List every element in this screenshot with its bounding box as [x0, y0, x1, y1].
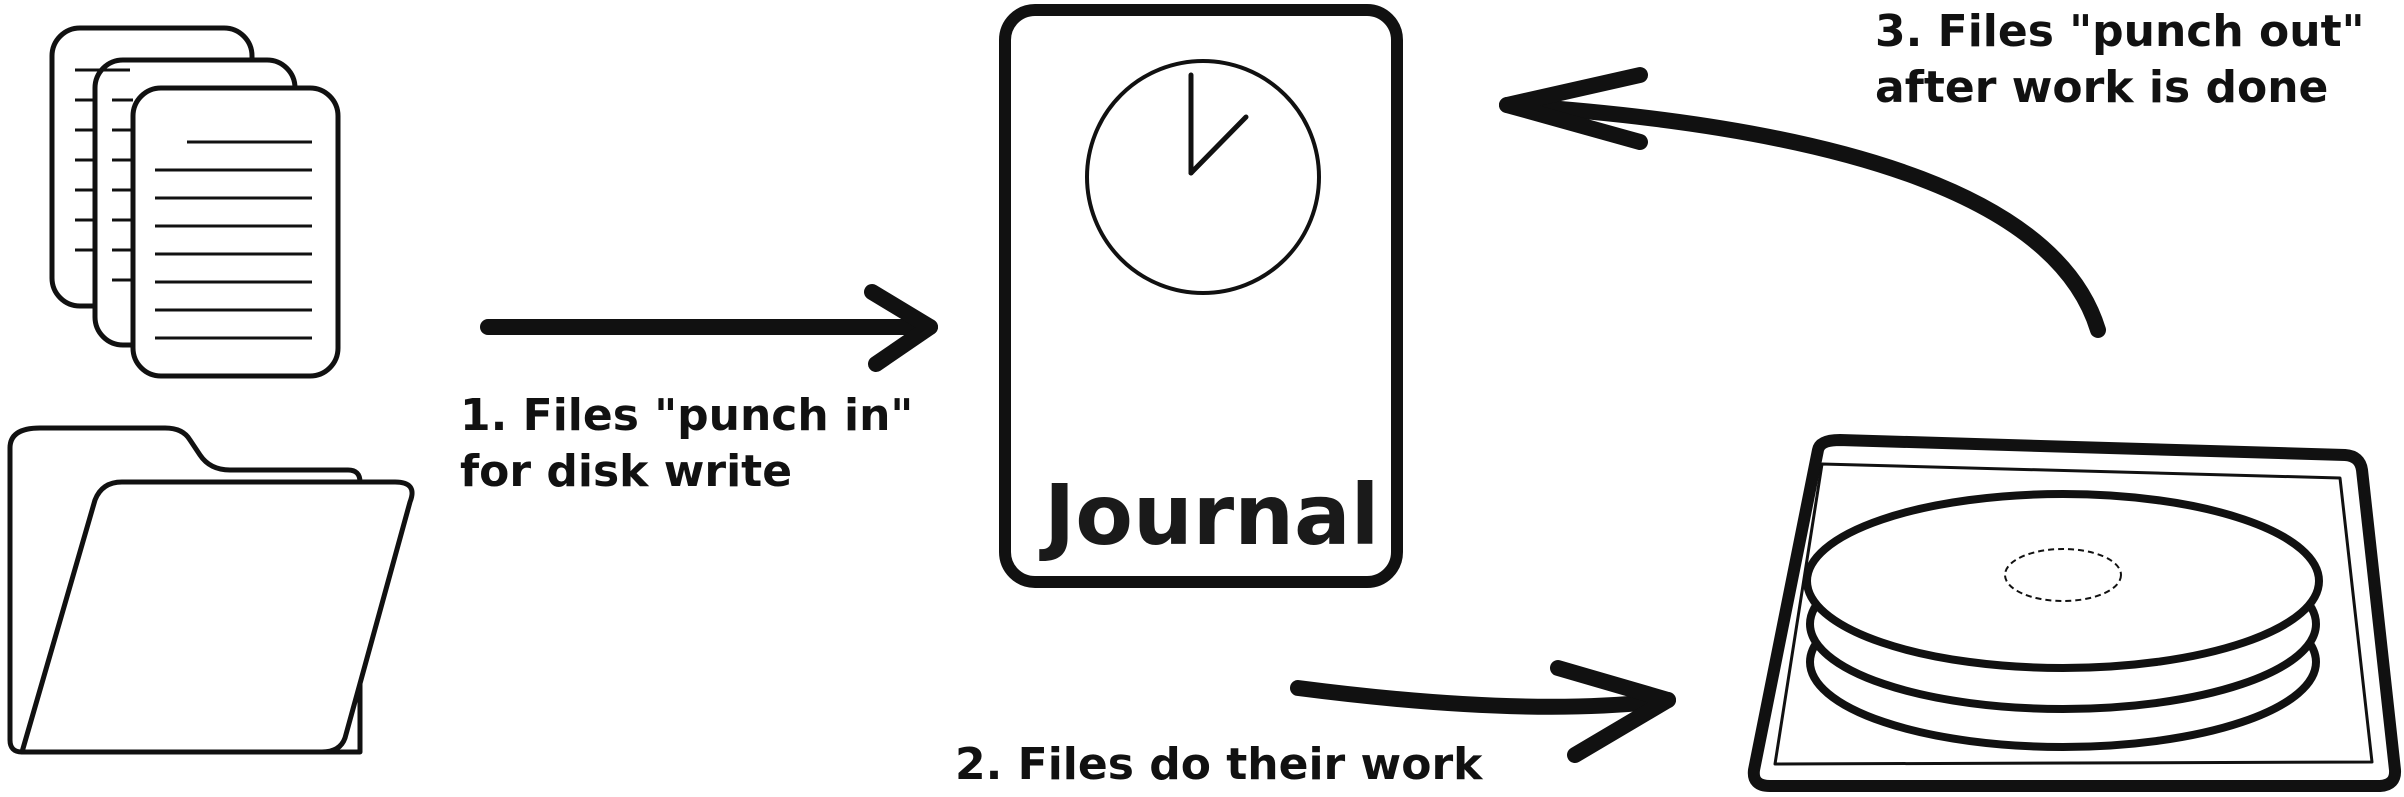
documents-icon [49, 25, 341, 379]
journal-title: Journal [1044, 466, 1380, 564]
step3-label-line: 3. Files "punch out" [1875, 6, 2365, 57]
step1-label: 1. Files "punch in" for disk write [460, 388, 913, 500]
step3-label: 3. Files "punch out" after work is done [1875, 4, 2365, 116]
disk-platter-icon [1747, 434, 2402, 792]
step2-label: 2. Files do their work [955, 737, 1482, 793]
journal-clock-icon [999, 4, 1403, 588]
step2-label-line: 2. Files do their work [955, 739, 1483, 790]
step1-arrow [480, 284, 938, 372]
step1-label-line: 1. Files "punch in" [460, 390, 914, 441]
folder-icon [7, 425, 415, 755]
step1-label-line: for disk write [460, 446, 793, 497]
step2-arrow [1290, 660, 1676, 763]
step3-arrow [1499, 67, 2106, 338]
step3-label-line: after work is done [1875, 62, 2329, 113]
